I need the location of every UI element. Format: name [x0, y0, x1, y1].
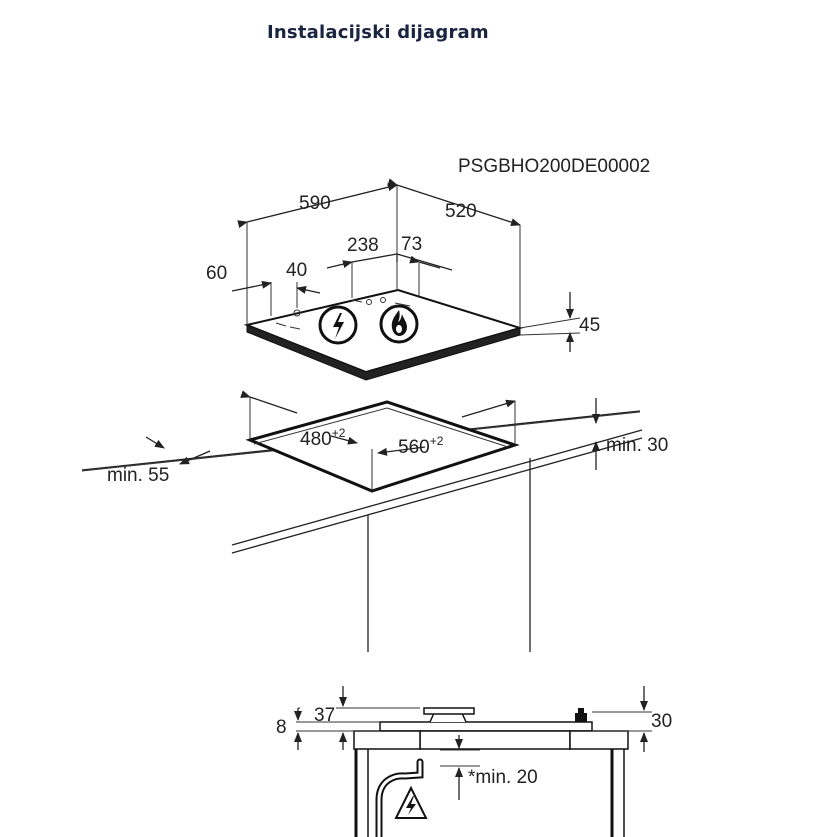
dim-30: 30 — [651, 711, 672, 732]
dim-73: 73 — [401, 234, 422, 255]
countertop — [81, 400, 643, 652]
electric-hazard-triangle-icon — [394, 785, 428, 819]
dim-520: 520 — [445, 201, 477, 222]
dim-cut-560-value: 560 — [398, 437, 430, 458]
dim-min-30: min. 30 — [606, 435, 668, 456]
diagram-title: Instalacijski dijagram — [267, 22, 489, 43]
dim-cut-480: 480+2 — [300, 426, 346, 450]
dim-min-55: min. 55 — [107, 465, 169, 486]
dim-37: 37 — [314, 705, 335, 726]
dim-40: 40 — [286, 260, 307, 281]
gas-flame-icon — [379, 304, 419, 344]
dim-60: 60 — [206, 263, 227, 284]
dim-238: 238 — [347, 235, 379, 256]
dim-45: 45 — [579, 315, 600, 336]
dim-min-20: *min. 20 — [468, 767, 538, 788]
dim-cut-560: 560+2 — [398, 434, 444, 458]
product-code: PSGBHO200DE00002 — [458, 156, 650, 177]
electric-warning-icon — [318, 305, 358, 345]
dim-cut-480-value: 480 — [300, 429, 332, 450]
dim-cut-480-tol: +2 — [332, 426, 346, 440]
dim-8: 8 — [276, 717, 287, 738]
dim-590: 590 — [299, 193, 331, 214]
dim-cut-560-tol: +2 — [430, 434, 444, 448]
